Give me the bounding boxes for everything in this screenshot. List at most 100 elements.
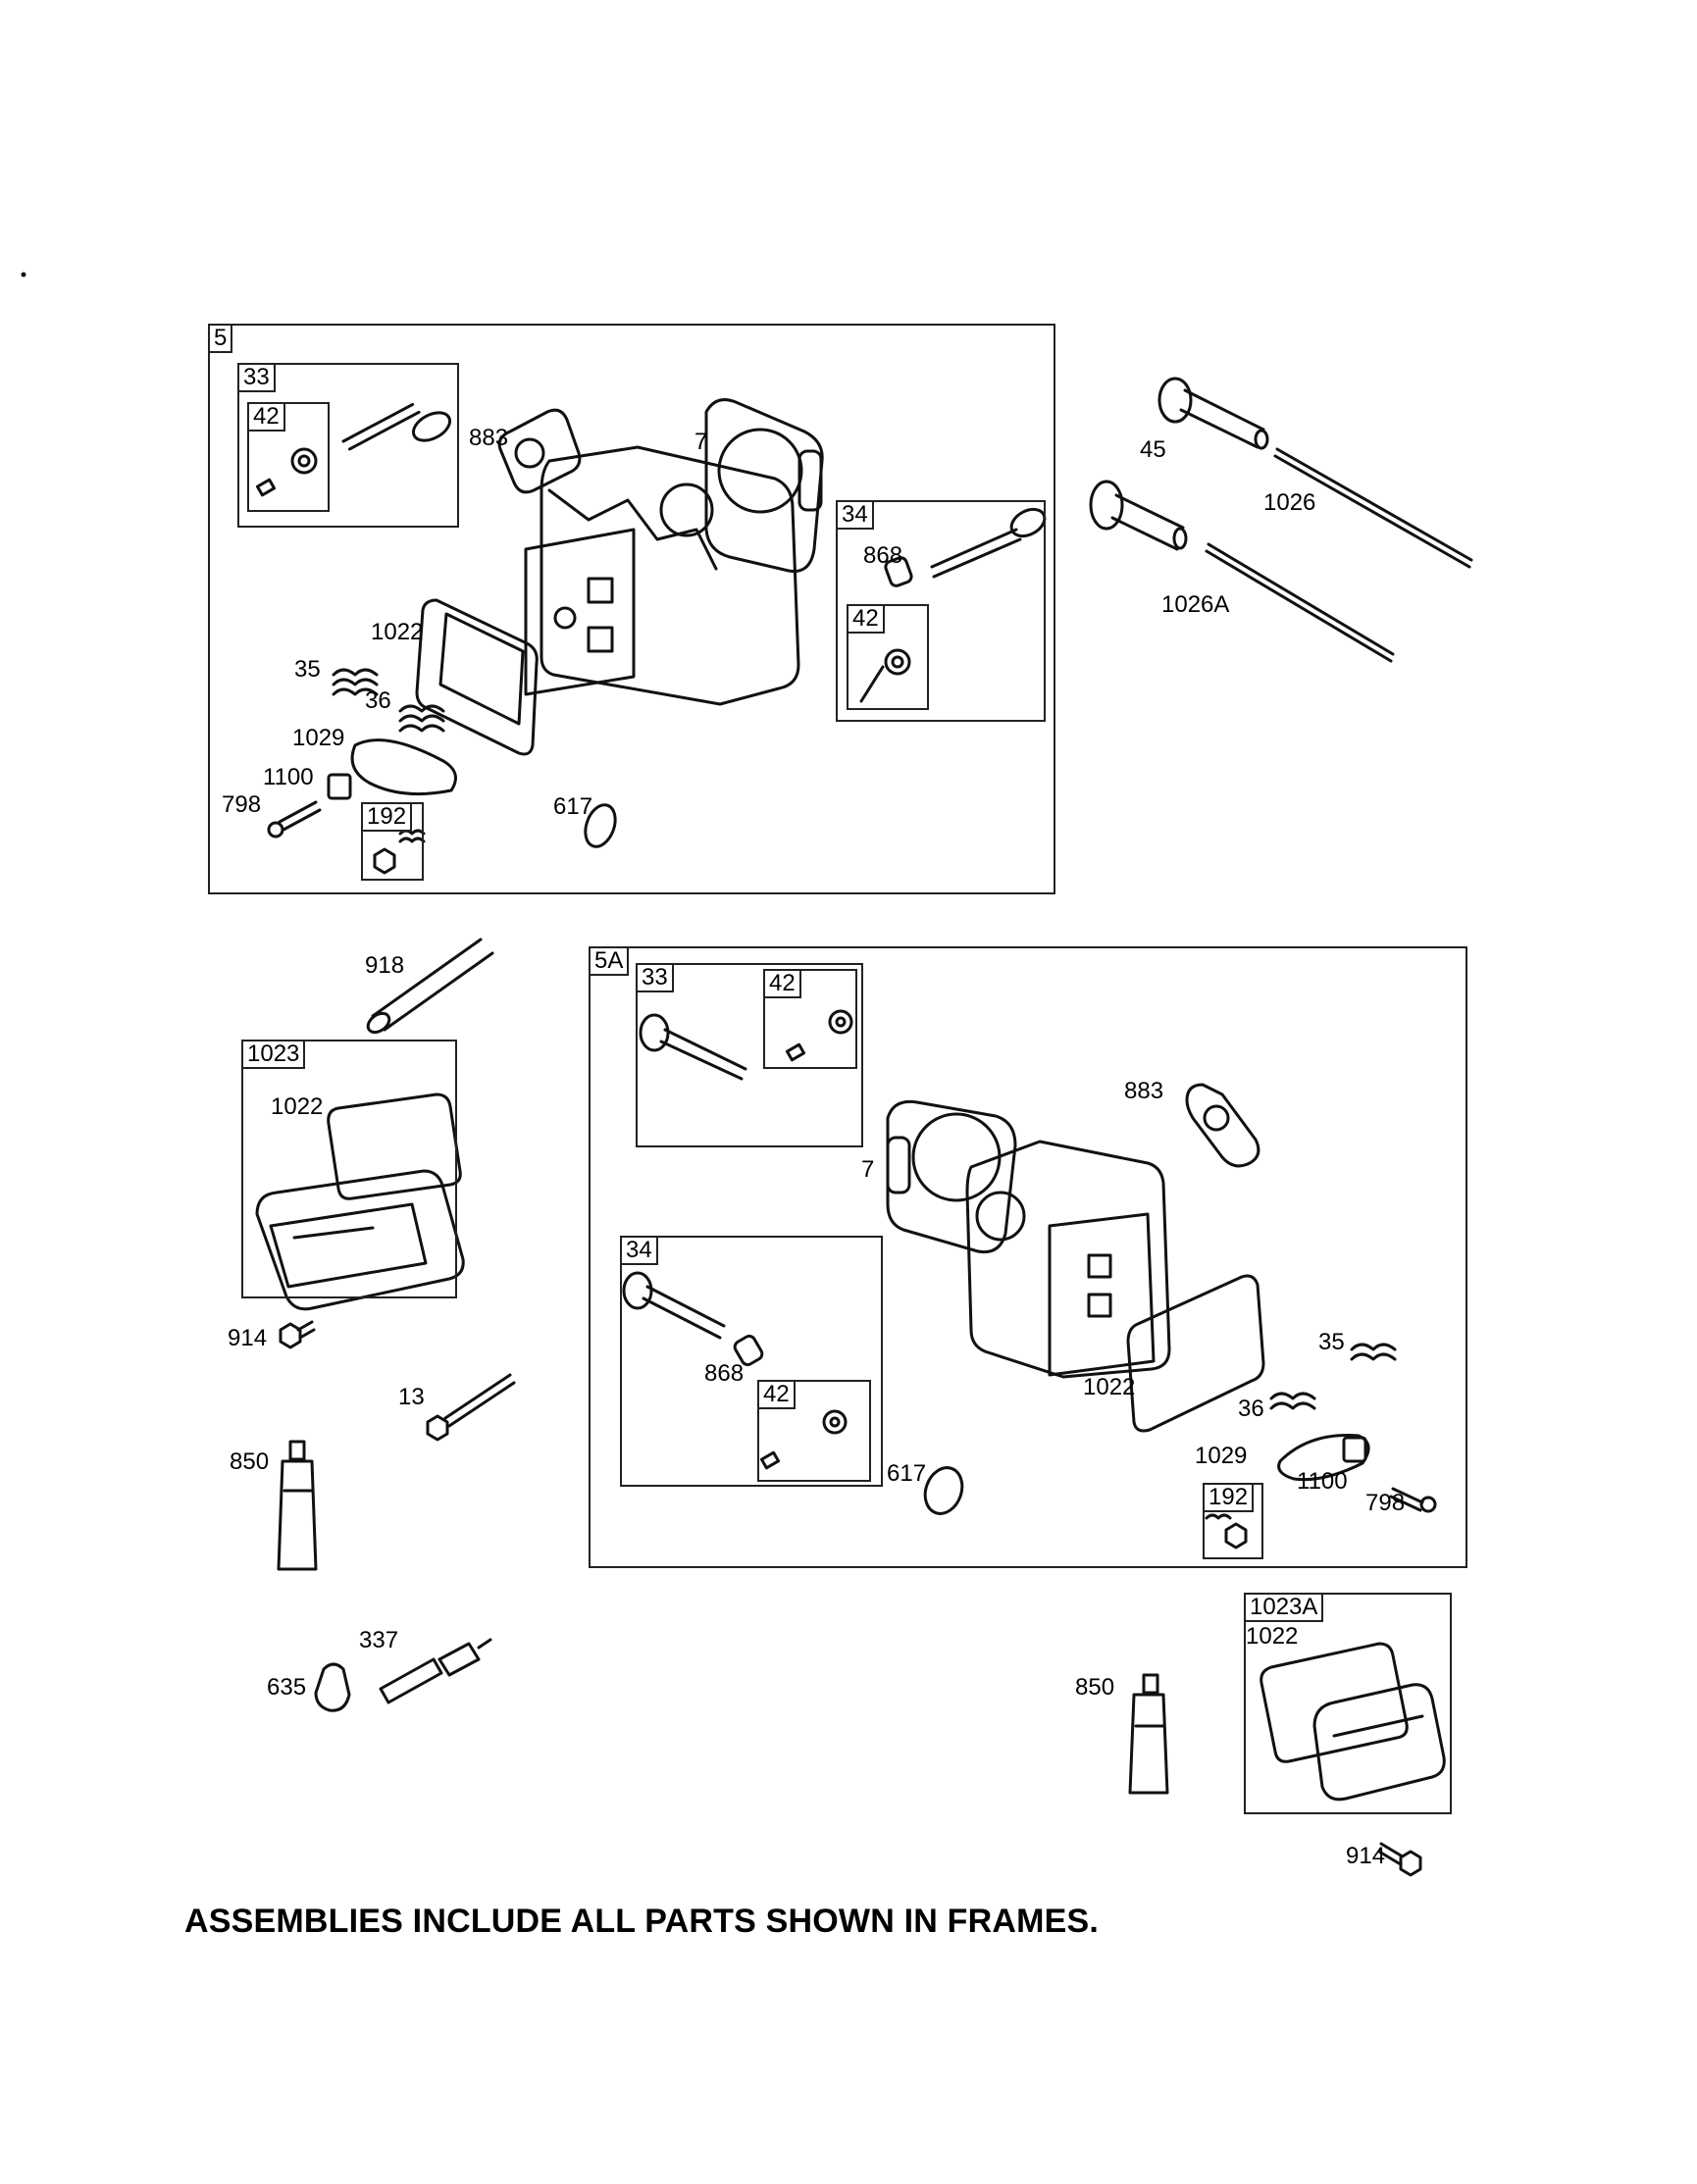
assembly-note: ASSEMBLIES INCLUDE ALL PARTS SHOWN IN FR… [184, 1903, 1100, 1940]
part-label: 617 [553, 793, 593, 820]
frame-tag: 34 [836, 500, 874, 530]
exhaust-gasket-883b-icon [1185, 1083, 1260, 1168]
frame-5: 5 [208, 324, 1055, 894]
pushrod-1026A-icon [1205, 542, 1395, 663]
gasket-1022c-icon [327, 1092, 462, 1200]
o-ring-617-icon [584, 803, 617, 848]
spark-plug-boot-635-icon [314, 1662, 351, 1712]
keeper-42b-icon [859, 648, 911, 703]
part-label: 1029 [1195, 1443, 1248, 1469]
valve-33b-icon [639, 1013, 747, 1081]
part-label: 36 [1238, 1396, 1264, 1422]
frame-5-192: 192 [361, 802, 424, 881]
part-label: 1026 [1263, 489, 1316, 516]
part-label: 914 [1346, 1843, 1386, 1869]
frame-5A-42b: 42 [757, 1380, 871, 1482]
tube-918-icon [366, 938, 494, 1035]
frame-tag: 42 [757, 1380, 796, 1409]
part-label: 45 [1140, 436, 1166, 463]
frame-tag: 5 [208, 324, 233, 353]
part-label: 635 [267, 1674, 307, 1701]
part-label: 798 [1365, 1490, 1406, 1516]
part-label: 868 [863, 542, 903, 569]
part-label: 918 [365, 952, 405, 979]
frame-5A-33: 33 [636, 963, 863, 1147]
part-label: 617 [887, 1460, 927, 1487]
cylinder-head-icon [524, 445, 800, 706]
valve-cover-1023-icon [255, 1169, 465, 1311]
valve-33-icon [341, 402, 452, 451]
frame-1023A: 1023A [1244, 1593, 1452, 1814]
part-label: 1022 [1246, 1623, 1299, 1650]
part-label: 883 [469, 425, 509, 451]
frame-tag: 42 [847, 604, 885, 634]
frame-5-42b: 42 [847, 604, 929, 710]
keeper-42-icon [255, 447, 318, 497]
exhaust-gasket-883-icon [497, 408, 582, 494]
frame-tag: 192 [361, 802, 413, 832]
rocker-stud-798-icon [267, 800, 322, 838]
part-label: 1022 [371, 619, 424, 645]
valve-34-icon [884, 507, 1047, 587]
frame-5-33: 33 [237, 363, 459, 528]
o-ring-617b-icon [923, 1466, 964, 1515]
gasket-1022b-icon [1126, 1274, 1265, 1433]
frame-tag: 1023A [1244, 1593, 1324, 1622]
part-label: 850 [1075, 1674, 1115, 1701]
spring-36b-icon [1269, 1392, 1316, 1410]
part-label: 1100 [263, 764, 314, 790]
valve-45-icon [1157, 377, 1269, 450]
bolt-13-icon [426, 1373, 516, 1442]
spring-35b-icon [1350, 1343, 1397, 1361]
frame-5-42a: 42 [247, 402, 330, 512]
valve-cover-1023A-icon [1260, 1642, 1446, 1802]
rocker-stud-798b-icon [1389, 1487, 1437, 1513]
part-label: 7 [694, 429, 708, 455]
pushrod-1026-icon [1273, 447, 1473, 569]
part-label: 883 [1124, 1078, 1164, 1104]
guide-plate-1100b-icon [1342, 1436, 1367, 1463]
frame-tag: 33 [237, 363, 276, 392]
part-label: 850 [230, 1448, 270, 1475]
screw-914a-icon [279, 1320, 316, 1349]
sealant-tube-850a-icon [277, 1440, 318, 1571]
frame-5-34: 34 [836, 500, 1046, 722]
guide-plate-1100-icon [327, 773, 352, 800]
part-label: 1022 [1083, 1374, 1136, 1400]
sealant-tube-850b-icon [1128, 1673, 1169, 1795]
head-gasket-7-icon [704, 398, 824, 574]
frame-tag: 33 [636, 963, 674, 992]
cylinder-head-b-icon [965, 1140, 1171, 1379]
spring-36-icon [398, 704, 445, 733]
spring-35-icon [332, 668, 379, 696]
frame-tag: 192 [1203, 1483, 1255, 1512]
part-label: 1029 [292, 725, 345, 751]
part-label: 1022 [271, 1093, 324, 1120]
frame-1023: 1023 [241, 1040, 457, 1298]
frame-tag: 1023 [241, 1040, 306, 1069]
keeper-42c-icon [785, 1009, 853, 1062]
part-label: 36 [365, 687, 391, 714]
part-label: 1026A [1161, 591, 1230, 618]
keeper-42d-icon [759, 1409, 848, 1470]
frame-5A-192: 192 [1203, 1483, 1263, 1559]
frame-5A: 5A [589, 946, 1467, 1568]
frame-tag: 34 [620, 1236, 658, 1265]
part-label: 868 [704, 1360, 745, 1387]
part-label: 7 [861, 1156, 875, 1183]
frame-5A-34: 34 [620, 1236, 883, 1487]
spark-plug-337-icon [379, 1638, 492, 1704]
frame-tag: 42 [763, 969, 801, 998]
part-label: 798 [222, 791, 262, 818]
part-label: 13 [398, 1384, 425, 1410]
frame-tag: 5A [589, 946, 630, 976]
rocker-arm-1029b-icon [1277, 1434, 1370, 1482]
rocker-arm-1029-icon [350, 738, 457, 796]
valve-cover-gasket-1022-icon [415, 598, 539, 756]
frame-tag: 42 [247, 402, 285, 432]
valve-1026A-icon [1089, 480, 1188, 551]
screw-914b-icon [1377, 1842, 1422, 1877]
valve-34b-icon [622, 1271, 764, 1367]
